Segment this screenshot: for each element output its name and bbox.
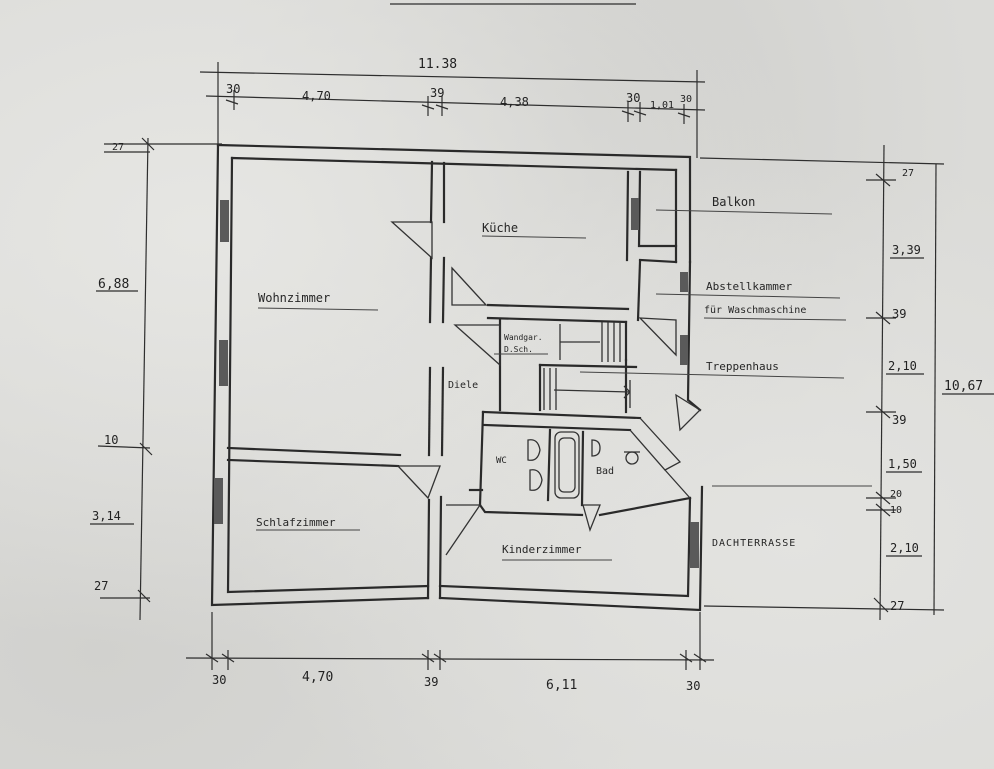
dim-left-314: 3,14 bbox=[92, 509, 121, 523]
right-dimensions: 27 3,39 39 2,10 39 1,50 20 10 2,10 27 10… bbox=[699, 144, 994, 621]
dim-right-210a: 2,10 bbox=[888, 359, 917, 373]
dim-bottom-470: 4,70 bbox=[302, 670, 333, 685]
label-kinderzimmer: Kinderzimmer bbox=[502, 543, 582, 556]
label-diele: Diele bbox=[448, 380, 478, 391]
dim-top-438: 4,38 bbox=[500, 95, 529, 109]
dim-left-10: 10 bbox=[104, 433, 118, 447]
dim-right-total: 10,67 bbox=[944, 379, 983, 394]
label-kueche: Küche bbox=[482, 221, 518, 235]
label-garderobe: Wandgar. bbox=[504, 333, 543, 342]
dim-top-470: 4,70 bbox=[302, 89, 331, 103]
room-labels: Wohnzimmer Küche Balkon Abstellkammer fü… bbox=[256, 195, 806, 556]
label-bad: Bad bbox=[596, 466, 614, 477]
label-garderobe-sub: D.Sch. bbox=[504, 345, 533, 354]
windows bbox=[214, 198, 699, 568]
label-wohnzimmer: Wohnzimmer bbox=[258, 291, 330, 305]
dim-left-27top: 27 bbox=[112, 142, 124, 153]
leader-lines bbox=[256, 209, 872, 561]
label-abstellkammer: Abstellkammer bbox=[706, 280, 792, 293]
dim-top-30a: 30 bbox=[226, 82, 240, 96]
dim-top-30c: 30 bbox=[680, 94, 692, 105]
dim-bottom-30a: 30 bbox=[212, 673, 226, 687]
dim-bottom-611: 6,11 bbox=[546, 678, 577, 693]
dim-right-210b: 2,10 bbox=[890, 541, 919, 555]
label-balkon: Balkon bbox=[712, 195, 755, 209]
dim-bottom-39: 39 bbox=[424, 675, 438, 689]
dim-right-10: 10 bbox=[890, 505, 902, 516]
dim-right-27top: 27 bbox=[902, 168, 914, 179]
top-dimensions: 11.38 30 4,70 39 4,38 30 1,01 30 bbox=[199, 57, 706, 158]
bath-fixtures bbox=[527, 431, 640, 499]
label-treppenhaus: Treppenhaus bbox=[706, 360, 779, 373]
dim-left-688: 6,88 bbox=[98, 277, 129, 292]
dim-top-total: 11.38 bbox=[418, 57, 457, 72]
dim-right-20: 20 bbox=[890, 489, 902, 500]
dim-bottom-30b: 30 bbox=[686, 679, 700, 693]
staircase bbox=[543, 322, 631, 410]
label-dachterrasse: DACHTERRASSE bbox=[712, 538, 796, 549]
dim-top-39: 39 bbox=[430, 86, 444, 100]
label-abstellkammer-sub: für Waschmaschine bbox=[704, 305, 806, 316]
dim-right-150: 1,50 bbox=[888, 457, 917, 471]
left-dimensions: 27 6,88 10 3,14 27 bbox=[90, 137, 222, 621]
dim-right-27bot: 27 bbox=[890, 599, 904, 613]
dim-right-339: 3,39 bbox=[892, 243, 921, 257]
label-wc: WC bbox=[496, 456, 507, 466]
dim-top-101: 1,01 bbox=[650, 100, 674, 111]
label-schlafzimmer: Schlafzimmer bbox=[256, 516, 336, 529]
door-swings bbox=[390, 221, 702, 556]
interior-walls bbox=[226, 160, 692, 600]
dim-top-30b: 30 bbox=[626, 91, 640, 105]
dim-left-27bot: 27 bbox=[94, 579, 108, 593]
bottom-dimensions: 30 4,70 39 6,11 30 bbox=[185, 612, 715, 693]
dim-right-395b: 39 bbox=[892, 413, 906, 427]
dim-right-395a: 39 bbox=[892, 307, 906, 321]
